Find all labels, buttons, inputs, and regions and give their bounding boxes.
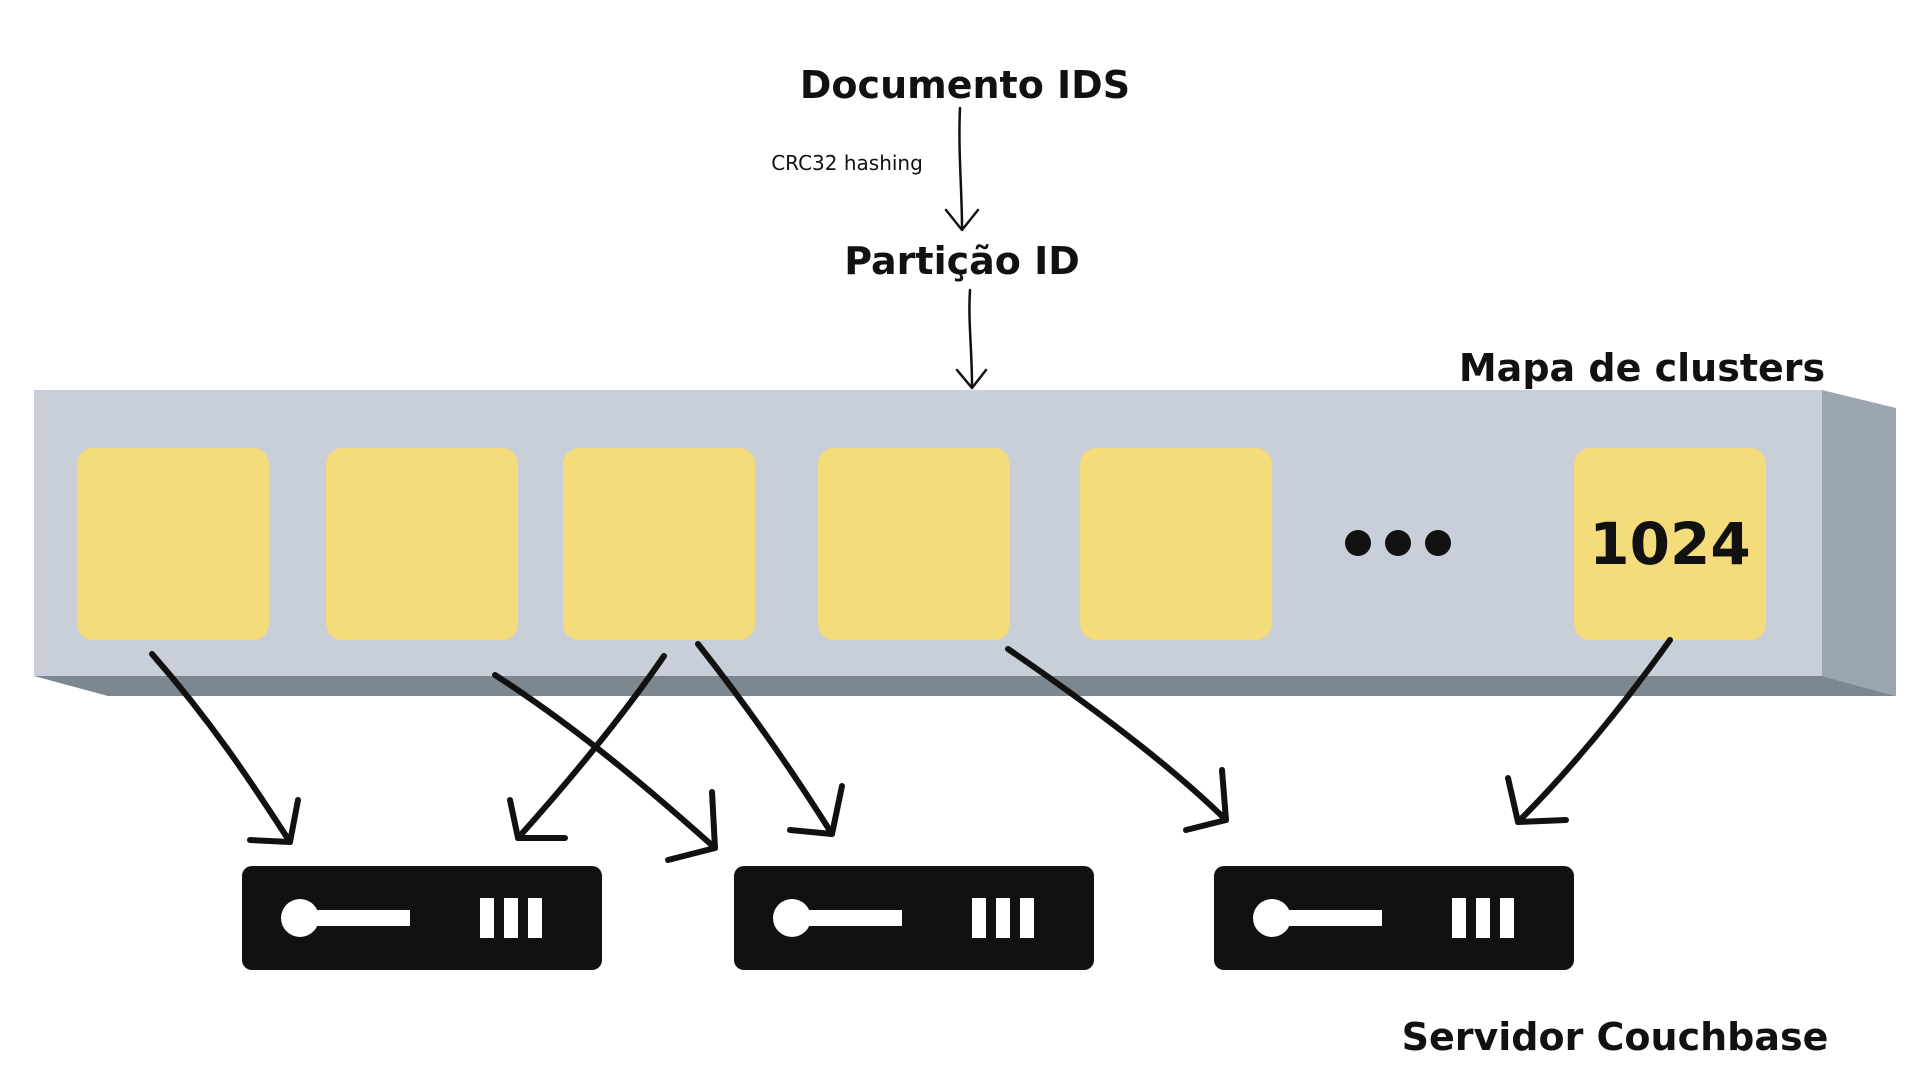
partition-box xyxy=(1080,448,1272,640)
ellipsis-icon xyxy=(1345,530,1451,556)
partition-box-last xyxy=(1574,448,1766,640)
partition-box xyxy=(77,448,269,640)
arrow-partition-to-server xyxy=(492,672,718,863)
server-icon xyxy=(734,866,1094,970)
cluster-map-label: Mapa de clusters xyxy=(1459,346,1825,390)
document-ids-label: Documento IDS xyxy=(800,63,1130,107)
arrow-partition-to-server xyxy=(695,641,845,837)
hashing-label: CRC32 hashing xyxy=(771,151,923,175)
arrow-partition-to-server xyxy=(1005,646,1229,833)
partition-box xyxy=(563,448,755,640)
arrow-partition-to-map xyxy=(955,288,988,390)
server-label: Servidor Couchbase xyxy=(1402,1015,1829,1059)
cluster-map-side xyxy=(1822,390,1896,696)
partition-id-label: Partição ID xyxy=(844,239,1080,283)
server-icon xyxy=(1214,866,1574,970)
arrow-partition-to-server xyxy=(507,653,667,841)
arrow-partition-to-server xyxy=(149,651,301,845)
server-icon xyxy=(242,866,602,970)
partition-box xyxy=(818,448,1010,640)
partition-box xyxy=(326,448,518,640)
partition-row: 1024 xyxy=(77,448,1766,640)
cluster-map-bottom xyxy=(34,676,1896,696)
arrow-document-to-partition xyxy=(944,106,980,232)
partition-last-label: 1024 xyxy=(1589,510,1750,578)
arrow-partition-to-server xyxy=(1505,637,1673,825)
